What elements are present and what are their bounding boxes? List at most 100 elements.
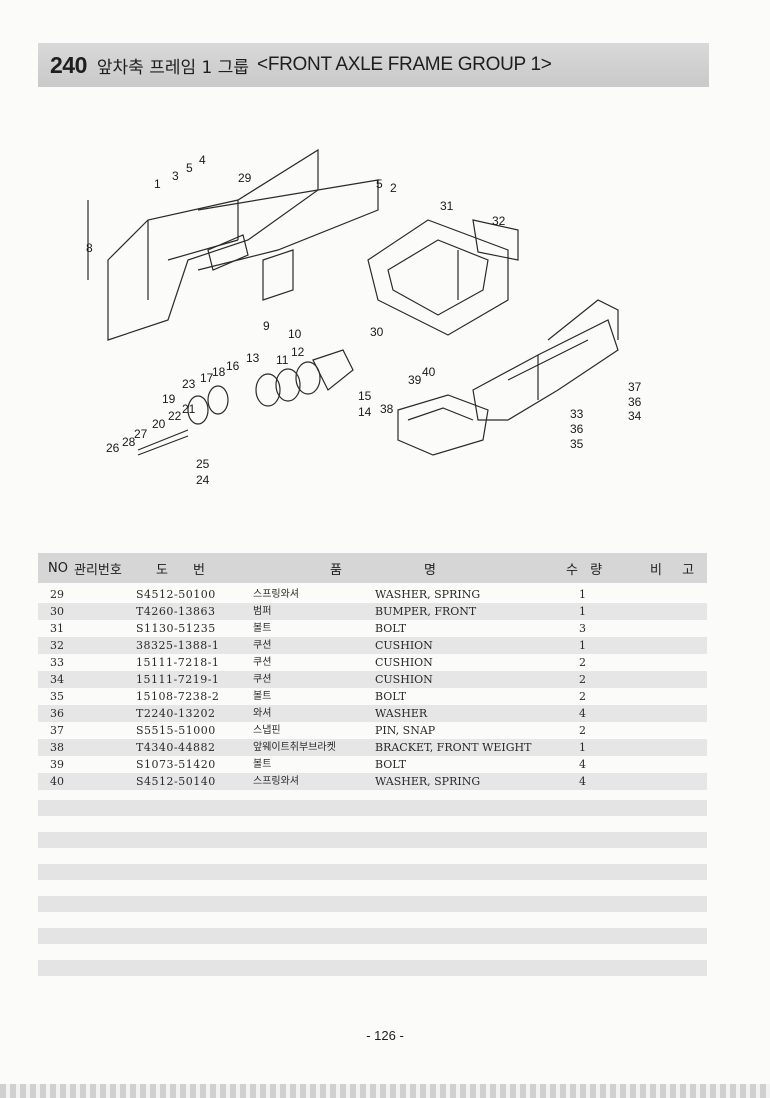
callout-label: 17 xyxy=(200,371,214,385)
english-name: BRACKET, FRONT WEIGHT xyxy=(375,741,532,754)
section-title-korean: 앞차축 프레임 1 그룹 xyxy=(96,57,250,78)
item-number: 29 xyxy=(50,588,64,601)
korean-name: 볼트 xyxy=(253,759,272,770)
quantity: 1 xyxy=(579,605,586,618)
callout-label: 14 xyxy=(358,405,372,419)
quantity: 2 xyxy=(579,690,586,703)
quantity: 4 xyxy=(579,707,586,720)
korean-name: 쿠션 xyxy=(253,657,272,668)
korean-name: 쿠션 xyxy=(253,640,272,651)
callout-label: 35 xyxy=(570,437,584,451)
callout-label: 26 xyxy=(106,441,120,455)
item-number: 40 xyxy=(50,775,64,788)
empty-row xyxy=(38,864,707,880)
callout-label: 19 xyxy=(162,392,176,406)
english-name: BOLT xyxy=(375,622,407,635)
korean-name: 볼트 xyxy=(253,623,272,634)
quantity: 1 xyxy=(579,639,586,652)
table-row: 34 15111-7219-1 쿠션 CUSHION 2 xyxy=(38,671,707,688)
callout-label: 8 xyxy=(86,241,93,255)
header-no: NO xyxy=(48,560,68,576)
quantity: 2 xyxy=(579,673,586,686)
item-number: 36 xyxy=(50,707,64,720)
korean-name: 범퍼 xyxy=(253,606,272,617)
callout-label: 13 xyxy=(246,351,260,365)
page-number: - 126 - xyxy=(366,1028,404,1043)
header-quantity: 수 량 xyxy=(566,562,607,578)
callout-label: 22 xyxy=(168,409,182,423)
callout-label: 28 xyxy=(122,435,136,449)
callout-label: 21 xyxy=(182,402,196,416)
callout-label: 31 xyxy=(440,199,454,213)
callout-label: 39 xyxy=(408,373,422,387)
english-name: WASHER, SPRING xyxy=(375,588,481,601)
callout-label: 27 xyxy=(134,427,148,441)
korean-name: 스프링와셔 xyxy=(253,589,299,600)
english-name: WASHER xyxy=(375,707,428,720)
quantity: 3 xyxy=(579,622,586,635)
quantity: 1 xyxy=(579,741,586,754)
empty-row xyxy=(38,800,707,816)
part-number: S4512-50100 xyxy=(136,588,216,601)
callout-label: 32 xyxy=(492,214,506,228)
header-name-2: 명 xyxy=(424,562,436,578)
callout-label: 2 xyxy=(390,181,397,195)
callout-label: 37 xyxy=(628,380,642,394)
quantity: 1 xyxy=(579,588,586,601)
english-name: CUSHION xyxy=(375,639,433,652)
korean-name: 볼트 xyxy=(253,691,272,702)
empty-row xyxy=(38,960,707,976)
callout-label: 15 xyxy=(358,389,372,403)
quantity: 4 xyxy=(579,775,586,788)
header-remark: 비 고 xyxy=(650,562,703,578)
callout-label: 9 xyxy=(263,319,270,333)
header-drawing-1: 도 xyxy=(156,562,168,578)
callout-label: 3 xyxy=(172,169,179,183)
callout-label: 33 xyxy=(570,407,584,421)
korean-name: 앞웨이트취부브라켓 xyxy=(253,742,336,753)
scan-edge xyxy=(0,1084,770,1098)
table-row: 29 S4512-50100 스프링와셔 WASHER, SPRING 1 xyxy=(38,586,707,603)
callout-label: 38 xyxy=(380,402,394,416)
korean-name: 스냅핀 xyxy=(253,725,281,736)
part-number: 15111-7219-1 xyxy=(136,673,220,686)
english-name: PIN, SNAP xyxy=(375,724,436,737)
callout-label: 24 xyxy=(196,473,210,487)
header-management-no: 관리번호 xyxy=(74,562,122,578)
part-number: 38325-1388-1 xyxy=(136,639,220,652)
item-number: 37 xyxy=(50,724,64,737)
english-name: WASHER, SPRING xyxy=(375,775,481,788)
callout-label: 16 xyxy=(226,359,240,373)
part-number: T2240-13202 xyxy=(136,707,216,720)
korean-name: 쿠션 xyxy=(253,674,272,685)
callout-label: 23 xyxy=(182,377,196,391)
english-name: CUSHION xyxy=(375,656,433,669)
english-name: CUSHION xyxy=(375,673,433,686)
section-title-bar: 240 앞차축 프레임 1 그룹 <FRONT AXLE FRAME GROUP… xyxy=(38,43,709,87)
callout-label: 18 xyxy=(212,365,226,379)
quantity: 4 xyxy=(579,758,586,771)
item-number: 34 xyxy=(50,673,64,686)
parts-list-table: NO 관리번호 도 번 품 명 수 량 비 고 29 S4512-50100 스프링… xyxy=(38,553,707,790)
table-header: NO 관리번호 도 번 품 명 수 량 비 고 xyxy=(38,553,707,583)
empty-row xyxy=(38,896,707,912)
item-number: 35 xyxy=(50,690,64,703)
callout-label: 36 xyxy=(570,422,584,436)
section-number: 240 xyxy=(50,51,87,78)
callout-label: 30 xyxy=(370,325,384,339)
callout-label: 10 xyxy=(288,327,302,341)
exploded-parts-diagram: 1 2 3 4 5 5 8 9 10 11 12 13 14 15 16 17 … xyxy=(86,148,642,487)
callout-label: 25 xyxy=(196,457,210,471)
empty-row xyxy=(38,928,707,944)
empty-row xyxy=(38,832,707,848)
callout-label: 29 xyxy=(238,171,252,185)
